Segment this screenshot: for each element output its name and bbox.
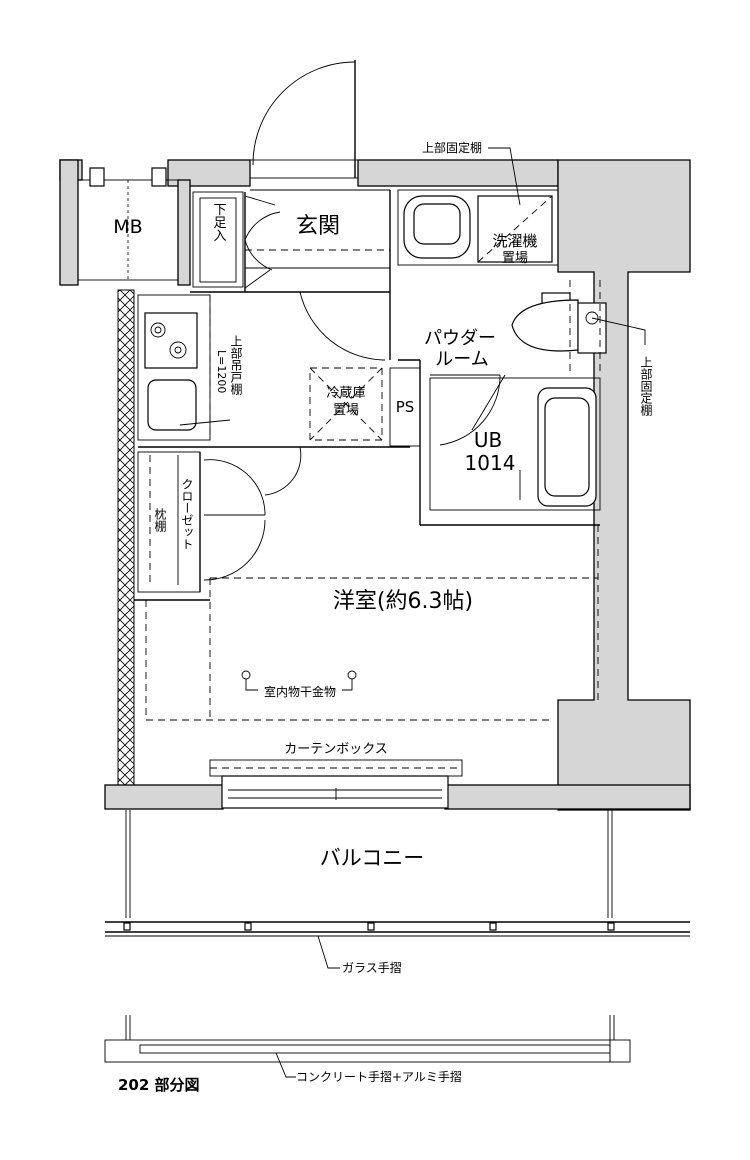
upper-shelf-right-label: 上部固定棚	[639, 356, 653, 417]
powder-room	[397, 189, 607, 526]
kitchen-shelf-label: 上部吊戸棚	[229, 335, 243, 396]
ub-label-1: UB	[474, 428, 502, 452]
unit-bath	[429, 377, 601, 511]
partial-view-label: 202 部分図	[118, 1076, 200, 1094]
wall-bottom-right	[444, 784, 691, 810]
pillow-shelf-label: 枕棚	[153, 507, 167, 533]
genkan-label: 玄関	[296, 214, 340, 239]
balcony	[105, 810, 690, 969]
fridge-label-2: 置場	[333, 403, 359, 418]
washer-label-1: 洗濯機	[492, 232, 537, 250]
main-room	[134, 525, 599, 721]
powder-label-2: ルーム	[435, 349, 488, 370]
entrance-door	[249, 60, 390, 191]
leader-lines	[471, 147, 646, 431]
washer-label-2: 置場	[502, 251, 528, 266]
wall-left-hatched	[117, 289, 135, 786]
balcony-label: バルコニー	[320, 846, 425, 870]
fridge-area	[299, 291, 410, 448]
mb-box	[77, 167, 179, 281]
window	[209, 759, 463, 809]
wall-top-right	[357, 159, 559, 187]
fridge-label-1: 冷蔵庫	[326, 386, 365, 401]
ub-label-2: 1014	[465, 451, 516, 475]
wall-mb-left	[59, 159, 79, 286]
upper-shelf-top-label: 上部固定棚	[422, 140, 482, 155]
powder-label-1: パウダー	[424, 328, 496, 349]
kitchen	[137, 294, 300, 448]
walls	[59, 159, 691, 811]
partial-view	[104, 1015, 631, 1078]
kitchen-length-label: L=1200	[215, 350, 228, 393]
wall-bottom-left	[104, 784, 224, 810]
wall-right-column	[557, 159, 691, 811]
wall-mb-right	[177, 179, 191, 286]
glass-rail-label: ガラス手摺	[342, 960, 402, 975]
room-label: 洋室(約6.3帖)	[333, 589, 473, 614]
closet	[137, 446, 302, 593]
closet-label: クローゼット	[180, 478, 194, 550]
drying-label: 室内物干金物	[264, 684, 336, 699]
geta-label: 下足入	[211, 203, 227, 242]
genkan-area	[190, 190, 391, 360]
curtain-label: カーテンボックス	[284, 742, 388, 757]
ps-label: PS	[396, 398, 415, 416]
mb-label: MB	[113, 216, 142, 238]
concrete-rail-label: コンクリート手摺+アルミ手摺	[296, 1069, 462, 1084]
